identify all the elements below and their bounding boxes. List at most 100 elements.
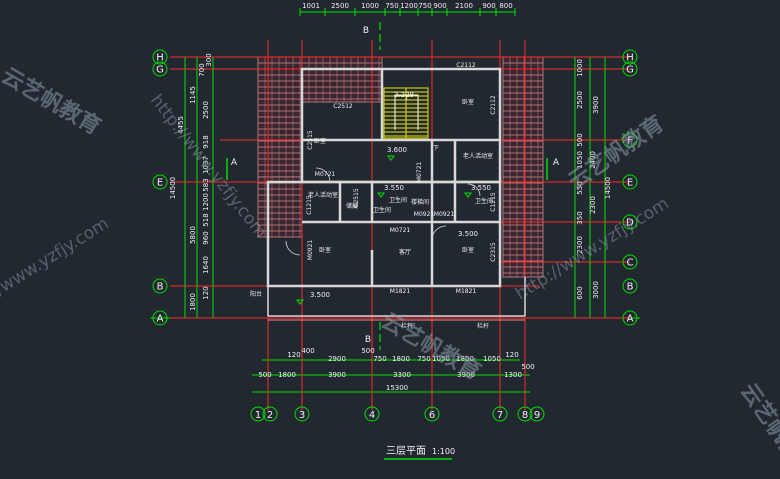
dim-right-inner-5: 550 <box>576 181 584 194</box>
section-mark-bottom-b: B <box>365 335 371 345</box>
drawing-title: 三层平面 <box>386 445 426 457</box>
svg-text:G: G <box>156 65 164 76</box>
svg-text:G: G <box>626 65 634 76</box>
railing-right: 栏杆 <box>477 322 489 330</box>
axis-bubble-e: E <box>622 174 638 190</box>
door-m0721-mid: M0721 <box>390 227 411 234</box>
dim-b1-7: 1050 <box>432 355 450 363</box>
balcony-left: 阳台 <box>250 290 262 298</box>
dim-b2-4: 3900 <box>457 371 475 379</box>
top-dimensions: 1001 2500 1000 750 1200 750 900 2100 900… <box>302 2 513 10</box>
right-dimensions: 3900 14500 3000 1000 2500 500 2400 1050 … <box>576 59 612 300</box>
dim-top-9: 800 <box>499 2 512 10</box>
dim-overall: 15300 <box>386 384 408 392</box>
staircase <box>383 87 429 139</box>
axis-bubble-3: 3 <box>294 406 310 422</box>
window-c2112-right: C2112 <box>490 95 497 115</box>
dim-left-inner-7: 1200 <box>202 193 210 211</box>
dim-right-inner-1: 2500 <box>576 91 584 109</box>
svg-text:8: 8 <box>522 410 528 421</box>
axis-bubble-g: G <box>622 61 638 77</box>
elevation-marks: 2.228 3.600 3.550 3.550 3.500 3.500 <box>310 91 491 299</box>
section-mark-top-b: B <box>363 26 369 36</box>
room-down: 下 <box>433 145 439 152</box>
dim-b1-6: 750 <box>417 355 430 363</box>
room-up: 上 <box>404 94 410 102</box>
axis-bubble-d: D <box>622 214 638 230</box>
svg-text:6: 6 <box>429 410 435 421</box>
dim-left-inner-10: 1640 <box>202 256 210 274</box>
window-c2512: C2512 <box>333 103 353 110</box>
svg-text:3: 3 <box>299 410 305 421</box>
elev-hall: 3.500 <box>458 230 478 238</box>
axis-bubble-4: 4 <box>364 406 380 422</box>
dim-b1-1: 400 <box>301 347 314 355</box>
axis-bubble-c: C <box>622 254 638 270</box>
svg-text:E: E <box>627 178 633 189</box>
section-marks: B B A A <box>231 26 560 345</box>
axis-bubble-6: 6 <box>424 406 440 422</box>
roof-tile-top <box>301 56 383 103</box>
room-bedroom-nw: 卧室 <box>314 137 326 145</box>
section-mark-right-a: A <box>553 158 560 168</box>
axis-bubble-e: E <box>152 174 168 190</box>
dim-right-inner-0: 1000 <box>576 59 584 77</box>
dim-left-inner-3: 2500 <box>202 101 210 119</box>
dim-top-1: 2500 <box>331 2 349 10</box>
svg-text:H: H <box>626 53 634 64</box>
dim-left-inner-1: 700 <box>198 63 206 76</box>
elev-balcony: 3.500 <box>310 291 330 299</box>
svg-text:A: A <box>157 314 164 325</box>
axis-bubble-8: 8 <box>517 406 533 422</box>
bottom-dimensions: 120 400 2900 500 750 1800 750 1050 1800 … <box>258 347 534 392</box>
watermark-text-1: 云艺帆教育 <box>0 63 105 141</box>
svg-text:E: E <box>157 178 163 189</box>
elevation-triangles <box>296 155 472 305</box>
axis-bubble-7: 7 <box>492 406 508 422</box>
elev-toilet-right: 3.550 <box>471 184 491 192</box>
svg-text:1: 1 <box>255 410 261 421</box>
dim-right-outer-1: 14500 <box>604 177 612 199</box>
dim-left-inner-9: 960 <box>202 231 210 244</box>
room-elderly-left: 老人活动室 <box>308 191 338 199</box>
room-stair-room: 楼梯间 <box>411 198 429 206</box>
elev-center: 3.600 <box>387 146 407 154</box>
dim-right-inner-8: 2300 <box>576 236 584 254</box>
dim-left-inner-8: 518 <box>202 213 210 226</box>
door-m0721-stair: M0721 <box>416 162 423 183</box>
dim-b1-2: 2900 <box>328 355 346 363</box>
window-c2315: C2315 <box>490 242 497 262</box>
dim-left-outer-1: 14500 <box>169 177 177 199</box>
axis-bubble-b: B <box>622 278 638 294</box>
axis-bubble-f: F <box>622 132 638 148</box>
dim-right-inner-4: 1050 <box>576 151 584 169</box>
dim-top-5: 750 <box>418 2 431 10</box>
dim-b1-9: 1050 <box>483 355 501 363</box>
svg-text:7: 7 <box>497 410 503 421</box>
svg-text:B: B <box>157 282 164 293</box>
dim-left-inner-0: 1145 <box>189 86 197 104</box>
room-bedroom-ne: 卧室 <box>462 98 474 106</box>
dim-right-inner-9: 600 <box>576 286 584 299</box>
dim-b1-3: 500 <box>361 347 374 355</box>
drawing-scale: 1:100 <box>432 447 455 456</box>
watermark-url-2: http://www.yzfjy.com <box>0 214 112 325</box>
svg-text:9: 9 <box>534 410 540 421</box>
left-dimensions: 4455 14500 5800 1800 1145 700 300 2500 9… <box>169 53 213 311</box>
door-m0921-2: M0921 <box>434 211 455 218</box>
dim-b2-0: 500 <box>258 371 271 379</box>
axis-bubble-9: 9 <box>529 406 545 422</box>
dim-left-inner-11: 120 <box>202 286 210 299</box>
room-toilet-2: 卫生间 <box>475 197 493 205</box>
dim-right-outer-0: 3900 <box>592 96 600 114</box>
room-storage: 储藏 <box>346 202 358 210</box>
dim-right-inner-7: 350 <box>576 211 584 224</box>
axis-bubble-1: 1 <box>250 406 266 422</box>
room-elderly-right: 老人活动室 <box>463 152 493 160</box>
door-m1821-left: M1821 <box>390 288 411 295</box>
drawing-title-block: 三层平面 1:100 <box>384 445 455 460</box>
dim-b1-10: 120 <box>505 351 518 359</box>
dim-left-inner-4: 918 <box>202 135 210 148</box>
section-mark-left-a: A <box>231 158 238 168</box>
